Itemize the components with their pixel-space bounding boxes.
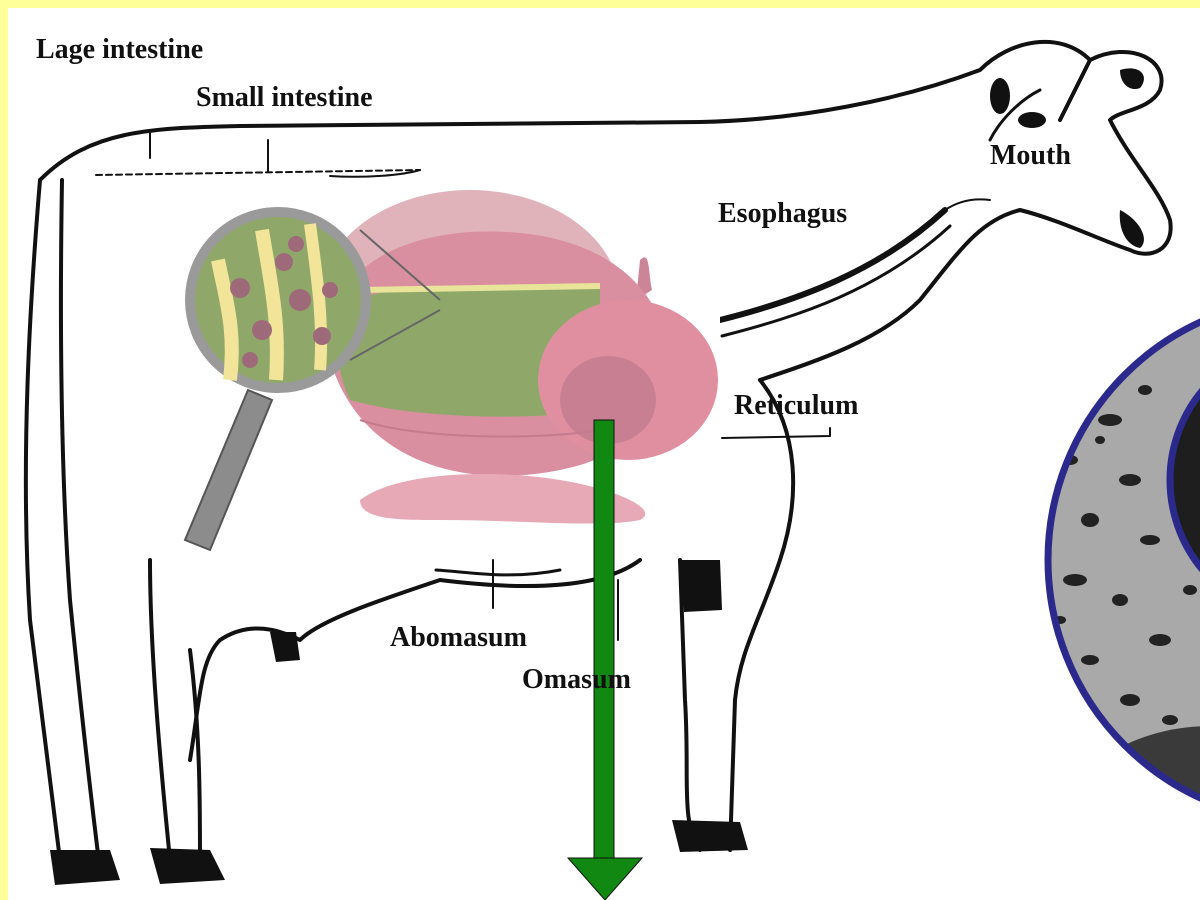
label-mouth: Mouth xyxy=(990,142,1071,170)
label-small-intestine: Small intestine xyxy=(196,84,373,112)
label-omasum: Omasum xyxy=(522,666,631,694)
label-reticulum: Reticulum xyxy=(734,392,858,420)
label-abomasum: Abomasum xyxy=(390,624,527,652)
label-large-intestine: Lage intestine xyxy=(36,36,203,64)
label-esophagus: Esophagus xyxy=(718,200,847,228)
